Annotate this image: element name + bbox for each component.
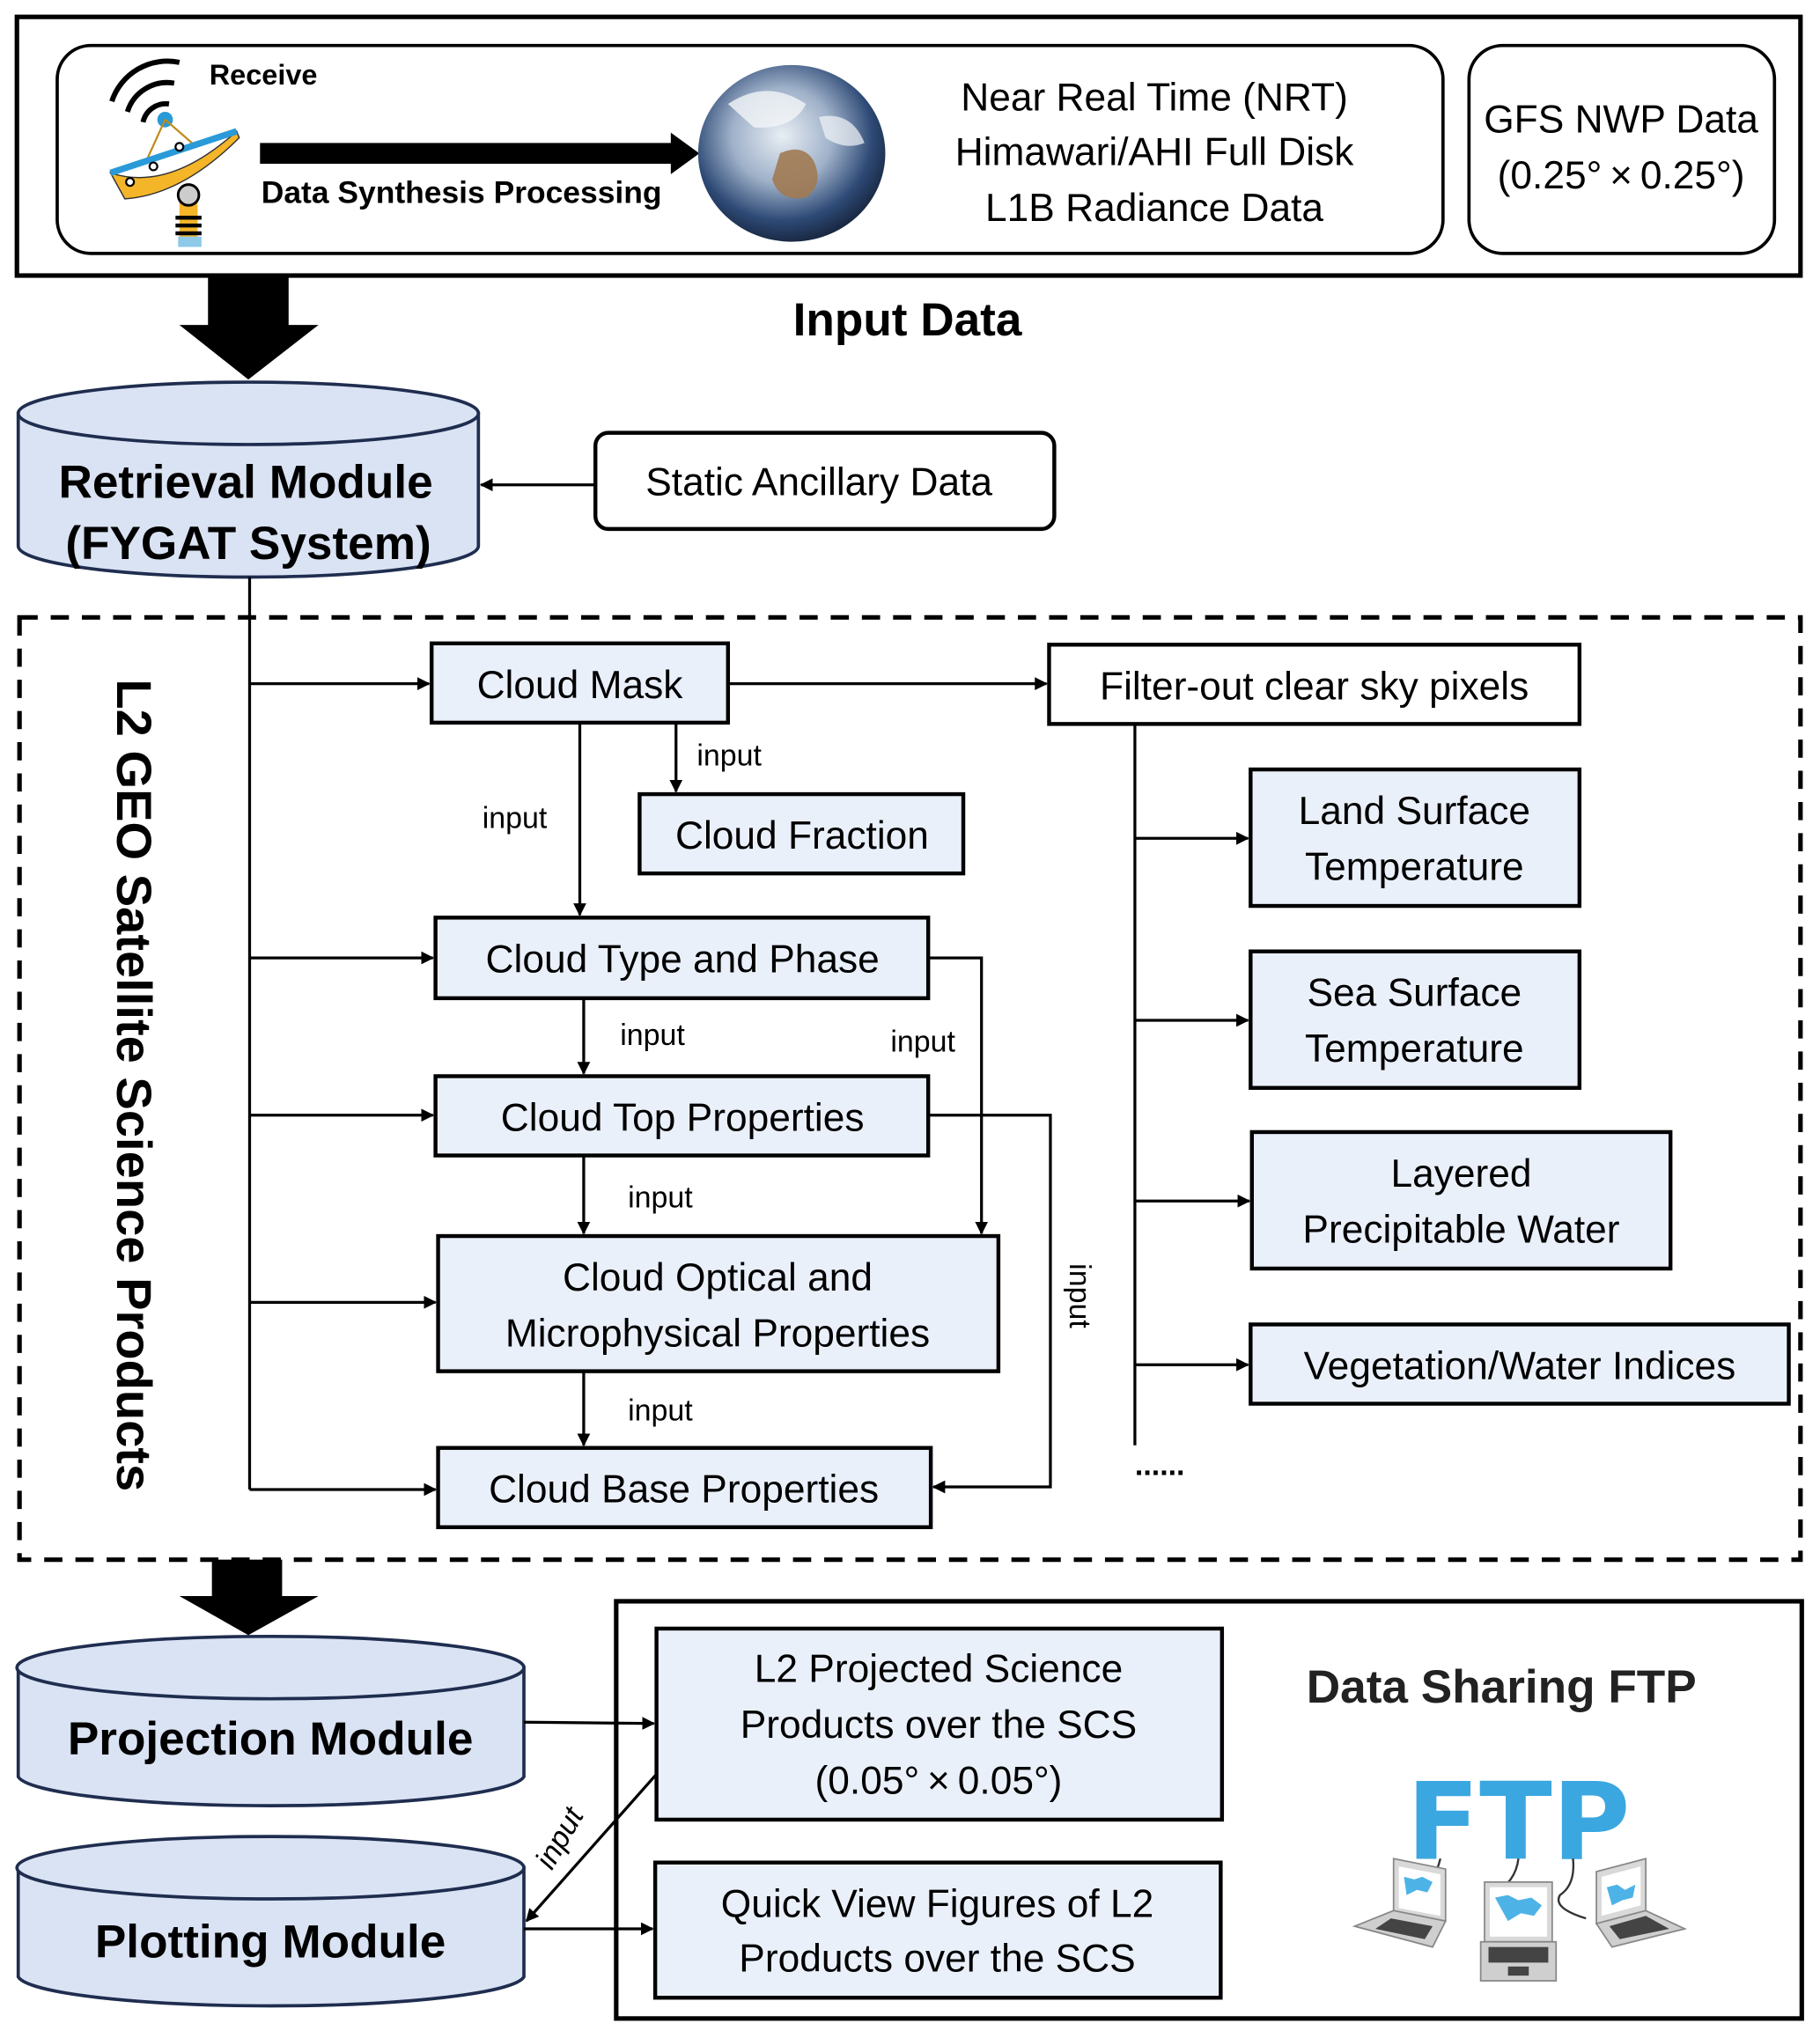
land-surface-line-2: Temperature — [1305, 846, 1524, 889]
projection-module: Projection Module — [15, 1634, 526, 1807]
mask-to-fraction-label: input — [696, 739, 762, 773]
retrieval-module-line-1: Retrieval Module — [58, 456, 432, 508]
ftp-logo-text: FTP — [1406, 1760, 1630, 1884]
sea-surface-line-2: Temperature — [1305, 1027, 1524, 1071]
optical-to-base-label: input — [628, 1394, 693, 1428]
input-data-section: Receive Data Synthesis Processing Near R… — [14, 14, 1803, 346]
land-surface-line-1: Land Surface — [1299, 790, 1530, 833]
sea-surface-box — [1249, 949, 1582, 1090]
layered-pw-box — [1249, 1129, 1673, 1271]
plotting-module: Plotting Module — [15, 1835, 526, 2008]
cloud-base-box — [436, 1446, 933, 1529]
cloud-mask-box — [429, 641, 731, 725]
processing-label: Data Synthesis Processing — [262, 174, 662, 210]
l2-projected-line-1: L2 Projected Science — [755, 1647, 1123, 1690]
vegetation-indices-label: Vegetation/Water Indices — [1304, 1344, 1736, 1387]
filter-clear-sky-label: Filter-out clear sky pixels — [1100, 665, 1529, 708]
l2-projected-line-2: Products over the SCS — [741, 1703, 1137, 1747]
cloud-mask-label: Cloud Mask — [477, 664, 684, 707]
nrt-line-3: L1B Radiance Data — [985, 187, 1323, 230]
retrieval-module: Retrieval Module (FYGAT System) — [16, 380, 481, 579]
cloud-fraction-box — [637, 791, 966, 876]
cloud-top-label: Cloud Top Properties — [501, 1096, 865, 1139]
receive-label: Receive — [210, 59, 318, 91]
quick-view-line-1: Quick View Figures of L2 — [721, 1883, 1153, 1926]
quick-view-line-2: Products over the SCS — [739, 1938, 1135, 1981]
l2-to-plotting-label: input — [529, 1800, 591, 1874]
static-ancillary-box — [593, 430, 1057, 532]
cloud-optical-line-1: Cloud Optical and — [563, 1256, 873, 1299]
cloud-type-label: Cloud Type and Phase — [486, 938, 880, 981]
cloud-type-box — [433, 916, 931, 1001]
earth-globe-icon — [697, 64, 886, 242]
satellite-dish-icon — [108, 58, 240, 247]
processing-arrow-head — [670, 132, 700, 174]
gfs-line-2: (0.25° × 0.25°) — [1498, 154, 1745, 197]
nrt-line-2: Himawari/AHI Full Disk — [955, 131, 1355, 174]
l2-projected-box — [654, 1626, 1225, 1822]
input-data-title: Input Data — [793, 294, 1022, 346]
cloud-fraction-label: Cloud Fraction — [675, 814, 929, 857]
projection-to-l2-edge — [523, 1717, 656, 1730]
processing-arrow-shaft — [260, 143, 674, 165]
static-ancillary-label: Static Ancillary Data — [645, 461, 992, 504]
layered-pw-line-1: Layered — [1390, 1152, 1531, 1196]
cloud-optical-box — [436, 1233, 1001, 1373]
l2-to-projection-arrow — [179, 1559, 319, 1636]
retrieval-module-line-2: (FYGAT System) — [65, 518, 431, 570]
plotting-module-label: Plotting Module — [95, 1916, 446, 1968]
quick-view-box — [652, 1860, 1223, 2000]
ftp-network-icon: FTP — [1352, 1760, 1688, 1982]
mask-to-type-label: input — [483, 801, 548, 835]
nrt-line-1: Near Real Time (NRT) — [961, 76, 1348, 119]
l2-projected-line-3: (0.05° × 0.05°) — [815, 1759, 1063, 1802]
type-to-top-label: input — [620, 1019, 685, 1052]
cloud-base-label: Cloud Base Properties — [489, 1468, 879, 1512]
projection-module-label: Projection Module — [68, 1713, 474, 1765]
input-to-retrieval-arrow — [179, 275, 319, 380]
l2-products-section: L2 GEO Satellite Science Products Cloud … — [17, 577, 1803, 1563]
cloud-top-box — [433, 1074, 931, 1158]
cloud-optical-line-2: Microphysical Properties — [505, 1313, 930, 1356]
laptop-icon-right — [1595, 1858, 1688, 1948]
sea-surface-line-1: Sea Surface — [1307, 972, 1522, 1015]
type-to-optical-label: input — [890, 1025, 955, 1058]
data-sharing-ftp-title: Data Sharing FTP — [1307, 1661, 1697, 1713]
gfs-nwp-box — [1467, 43, 1777, 255]
vegetation-indices-box — [1249, 1322, 1791, 1406]
l2-dashed-frame — [17, 614, 1803, 1563]
l2-to-plotting-edge — [525, 1773, 658, 1923]
layered-pw-line-2: Precipitable Water — [1302, 1208, 1619, 1251]
laptop-icon-center — [1479, 1880, 1558, 1982]
gfs-line-1: GFS NWP Data — [1484, 99, 1758, 142]
top-to-base-label: input — [1063, 1263, 1096, 1328]
top-to-optical-label: input — [628, 1181, 693, 1215]
nrt-data-description: Near Real Time (NRT) Himawari/AHI Full D… — [955, 76, 1355, 229]
top-to-base-edge — [928, 1114, 1052, 1494]
laptop-icon-left — [1352, 1858, 1448, 1948]
filter-clear-sky-box — [1047, 643, 1582, 726]
land-surface-box — [1249, 767, 1582, 909]
l2-vertical-title: L2 GEO Satellite Science Products — [107, 679, 162, 1491]
more-products-ellipsis: ...... — [1135, 1449, 1185, 1483]
type-to-optical-edge — [928, 956, 989, 1235]
